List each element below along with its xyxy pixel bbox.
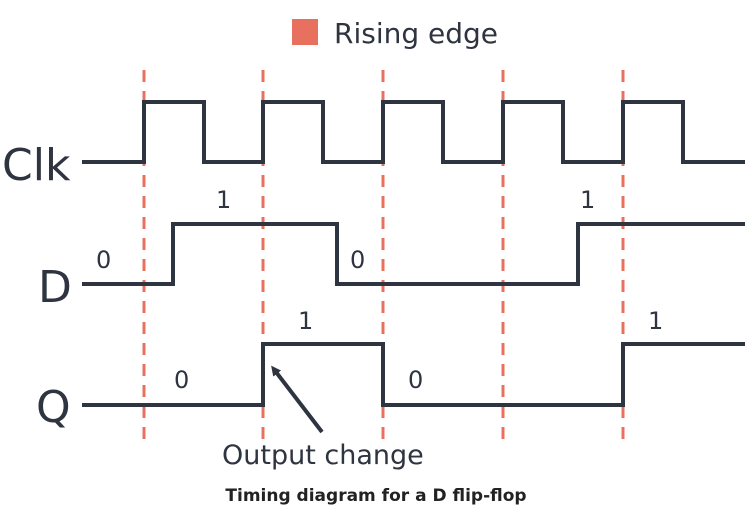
q-bit-label: 0 bbox=[408, 366, 423, 394]
d-bit-label: 0 bbox=[96, 246, 111, 274]
timing-diagram: Rising edge Clk D Q 0 1 0 1 0 1 0 1 Outp… bbox=[2, 17, 745, 471]
figure-caption: Timing diagram for a D flip-flop bbox=[225, 486, 527, 506]
d-bit-label: 0 bbox=[350, 246, 365, 274]
d-bit-label: 1 bbox=[580, 186, 595, 214]
q-bit-label: 1 bbox=[648, 307, 663, 335]
clk-waveform bbox=[82, 100, 745, 164]
q-signal-label: Q bbox=[36, 382, 71, 433]
clk-signal-label: Clk bbox=[2, 140, 71, 191]
q-bit-label: 1 bbox=[298, 307, 313, 335]
legend-swatch bbox=[292, 19, 318, 45]
q-waveform bbox=[82, 342, 745, 407]
d-bit-label: 1 bbox=[216, 186, 231, 214]
d-waveform bbox=[82, 222, 745, 286]
legend-label: Rising edge bbox=[334, 17, 498, 50]
output-change-arrow bbox=[271, 365, 324, 434]
q-bit-label: 0 bbox=[174, 366, 189, 394]
output-change-label: Output change bbox=[222, 440, 424, 471]
d-signal-label: D bbox=[38, 262, 72, 313]
